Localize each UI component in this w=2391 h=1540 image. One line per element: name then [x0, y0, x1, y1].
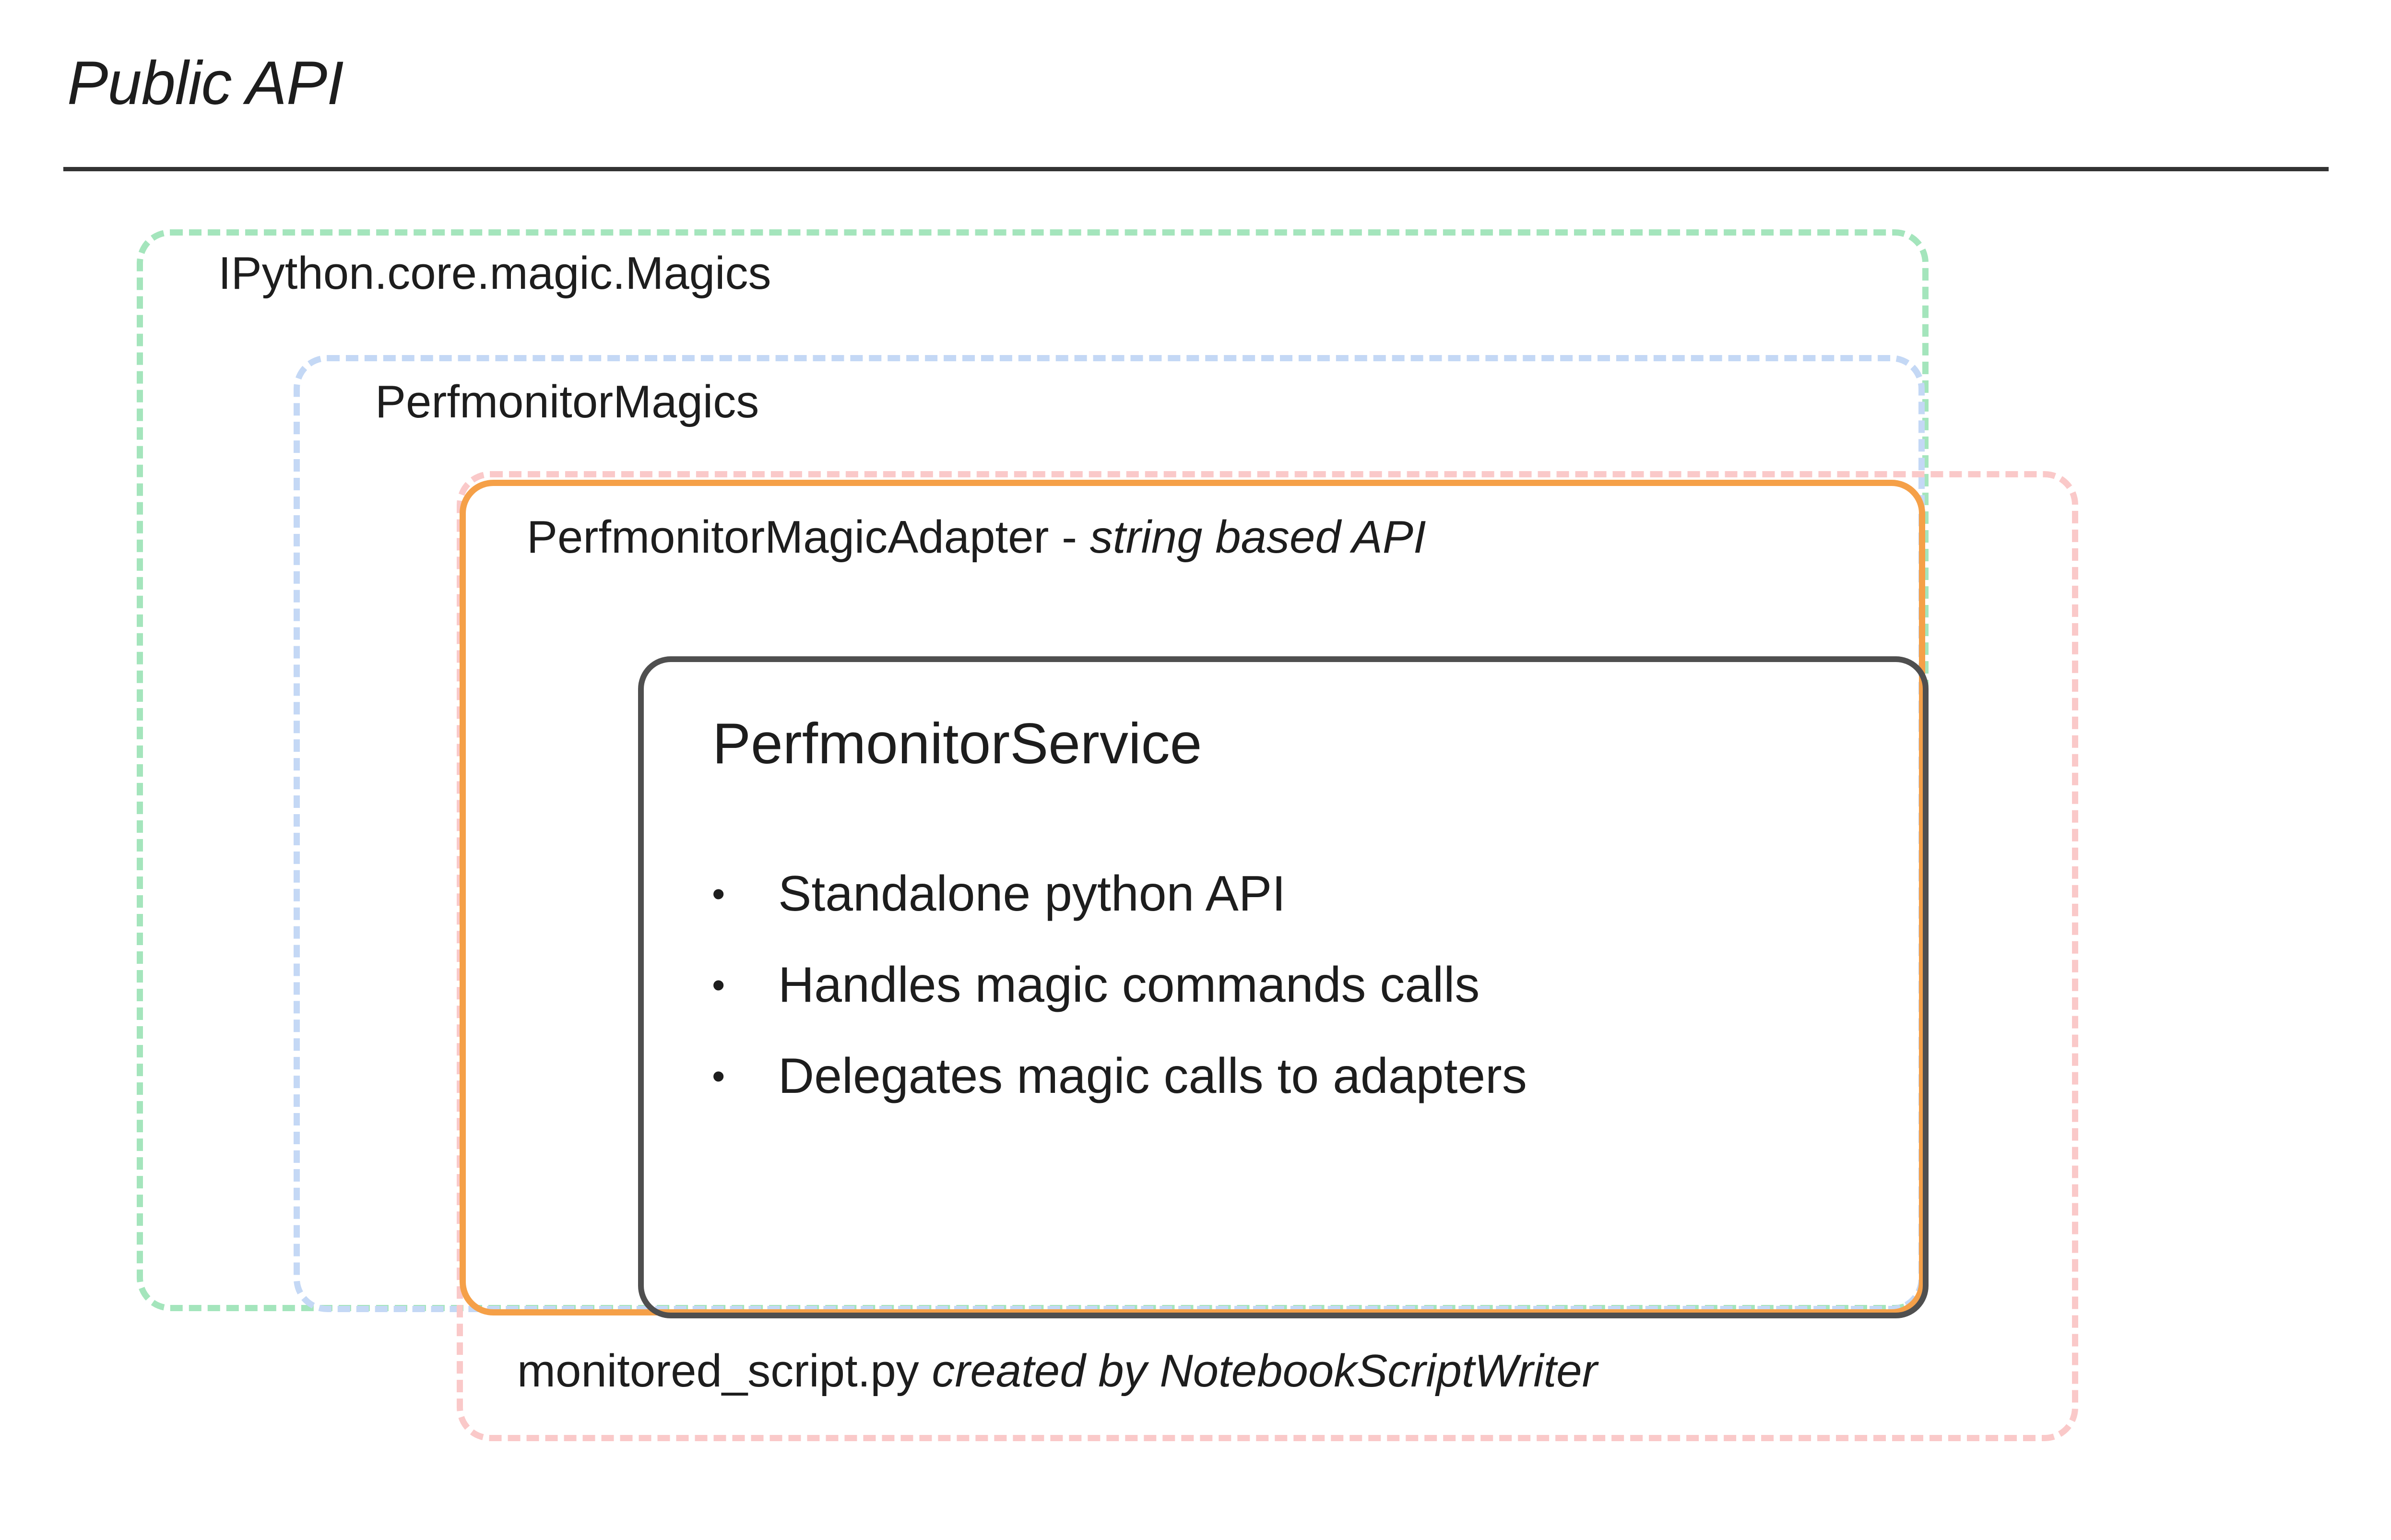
perfmonitor-service-title: PerfmonitorService [712, 711, 1202, 776]
layer-monitored-script [457, 471, 2078, 1441]
page-title: Public API [67, 49, 344, 118]
list-item: Handles magic commands calls [705, 939, 1881, 1031]
perfmonitor-service-bullet-list: Standalone python API Handles magic comm… [705, 848, 1881, 1122]
layer-perfmonitor-magic-adapter-label-main: PerfmonitorMagicAdapter - [527, 511, 1090, 563]
layer-monitored-script-label-main: monitored_script.py [517, 1345, 932, 1397]
layer-ipython-core-magic-magics-label: IPython.core.magic.Magics [218, 248, 771, 299]
layer-perfmonitor-magic-adapter-label: PerfmonitorMagicAdapter - string based A… [527, 514, 1426, 560]
list-item: Standalone python API [705, 848, 1881, 939]
list-item: Delegates magic calls to adapters [705, 1031, 1881, 1122]
layer-perfmonitor-magic-adapter-label-italic: string based API [1089, 511, 1426, 563]
layer-perfmonitor-service [638, 656, 1929, 1318]
title-divider [63, 167, 2329, 171]
layer-monitored-script-label-italic: created by NotebookScriptWriter [932, 1345, 1598, 1397]
layer-perfmonitor-magics-label: PerfmonitorMagics [375, 376, 759, 427]
layer-monitored-script-label: monitored_script.py created by NotebookS… [517, 1348, 1598, 1394]
